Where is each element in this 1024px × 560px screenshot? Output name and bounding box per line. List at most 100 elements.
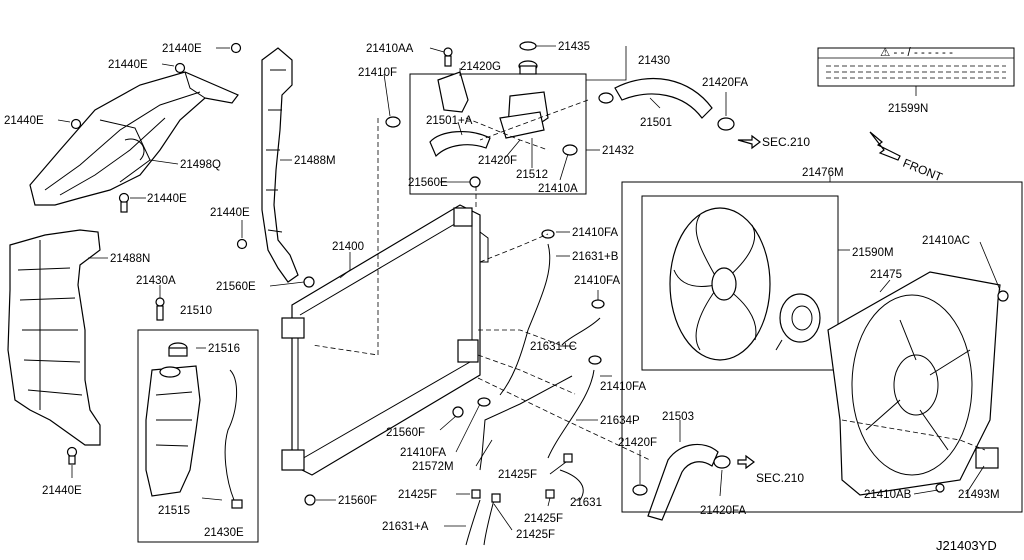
label-21488M: 21488M [294,155,336,167]
upper-hose-21501 [614,77,713,119]
label-21420FA-a: 21420FA [702,77,748,89]
label-21430: 21430 [638,55,670,67]
label-21400: 21400 [332,241,364,253]
hose-21631B [499,243,551,396]
clamp-21420F-upper [598,92,614,104]
label-21410AB: 21410AB [864,489,912,501]
label-21560E-b: 21560E [216,281,256,293]
label-21510: 21510 [180,305,212,317]
clip-21425F-c [545,489,555,499]
label-21440E-d: 21440E [147,193,187,205]
label-21476M: 21476M [802,167,844,179]
label-21501A: 21501+A [426,115,473,127]
clamp-21410FA-c [588,355,602,365]
label-21440E-a: 21440E [162,43,202,55]
drawing-code: J21403YD [936,538,997,553]
air-guide-side-21488M [261,47,299,283]
warning-label-21599N: ⚠ - - / - - - - - - [817,47,1015,96]
label-21420F-a: 21420F [478,155,517,167]
bolt-21410AC [997,290,1009,302]
reservoir-tank-21515 [145,365,201,497]
clip-21425F-b [471,489,481,499]
label-21425F-b: 21425F [398,489,437,501]
hose-group-box-21432 [409,73,587,195]
label-21631B: 21631+B [572,251,619,263]
label-21631C: 21631+C [530,341,577,353]
thermostat-housing [499,91,549,139]
hose-21631C [561,317,601,346]
front-arrow-icon [869,131,901,161]
clip-21440E-e [236,220,248,250]
radiator-21400 [281,204,489,476]
bolt-21430A [155,297,165,321]
hose-21501A [429,131,491,158]
label-21410FA-c: 21410FA [600,381,646,393]
dashed-leader [477,354,576,395]
dashed-leader [478,329,561,346]
label-21572M: 21572M [412,461,454,473]
clamp-21420FA-lower [713,455,731,469]
clamp-21410FA-b [591,299,605,309]
hose-21572M [479,375,573,471]
clamp-21410A [562,144,578,156]
label-21410AC: 21410AC [922,235,970,247]
label-21440E-c: 21440E [4,115,44,127]
dashed-leader [479,233,549,263]
hose-21631 [559,469,584,501]
connector-21493M [975,447,999,469]
label-21410FA-b: 21410FA [574,275,620,287]
label-21430A: 21430A [136,275,176,287]
label-21430E: 21430E [204,527,244,539]
leader-lines [88,45,1001,531]
clip-21440E-d [118,192,146,213]
clamp-21410F [385,116,401,128]
ref-sec210-a: SEC.210 [762,135,810,149]
dashed-leader [477,377,651,461]
label-21420FA-b: 21420FA [700,505,746,517]
hose-21631A [465,499,495,546]
label-21515: 21515 [158,505,190,517]
clip-21440E-f [66,446,78,478]
clip-21430E [231,499,243,509]
label-21631: 21631 [570,497,602,509]
fan-shroud-21475 [827,271,1001,496]
dashed-leader [311,118,379,356]
label-21425F-d: 21425F [516,529,555,541]
label-21475: 21475 [870,269,902,281]
clamp-21420FA-upper [717,117,735,131]
label-21410FA-d: 21410FA [400,447,446,459]
label-21512: 21512 [516,169,548,181]
dashed-leader [841,419,986,451]
label-21498Q: 21498Q [180,159,221,171]
clip-21440E-a [216,42,242,54]
label-21410AA: 21410AA [366,43,414,55]
clip-21410AA [443,47,453,67]
label-21599N: 21599N [888,103,928,115]
label-21560E-a: 21560E [408,177,448,189]
air-guide-lower-21488N [7,229,101,446]
fan-assy-box-21476M [621,181,1023,513]
mount-21560E-b [303,276,315,288]
label-21560F-b: 21560F [338,495,377,507]
label-21420G: 21420G [460,61,501,73]
bracket-21420G [437,71,469,113]
label-21432: 21432 [602,145,634,157]
fan-blade-21590M [669,207,771,361]
label-21501: 21501 [640,117,672,129]
clip-21425F-a [563,453,573,463]
mount-21560F-b [304,494,316,506]
reservoir-cap-21516 [168,342,188,357]
mount-21560F-a [452,406,464,418]
fan-box-21590M [641,195,839,371]
label-21634P: 21634P [600,415,640,427]
label-21631A: 21631+A [382,521,429,533]
hose-21634P [547,369,595,459]
dashed-leader [479,99,589,141]
clamp-21410FA-d [477,397,491,407]
clip-21440E-b [161,62,186,74]
label-21590M: 21590M [852,247,894,259]
label-21493M: 21493M [958,489,1000,501]
label-21488N: 21488N [110,253,150,265]
label-21560F-a: 21560F [386,427,425,439]
